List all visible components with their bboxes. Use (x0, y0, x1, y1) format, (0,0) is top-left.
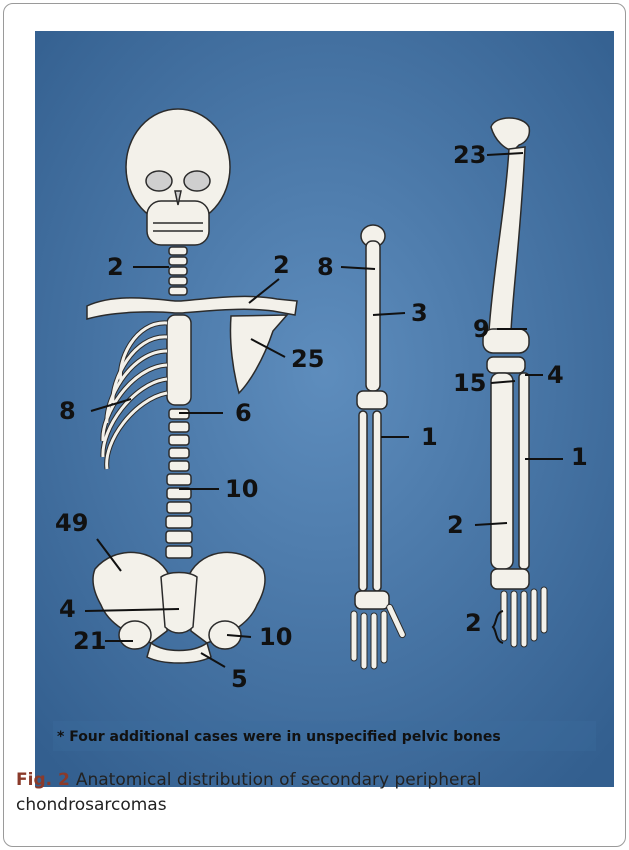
label-humerus-shaft: 3 (411, 301, 428, 325)
skeleton-illustration (35, 31, 614, 787)
label-fibula-shaft: 1 (571, 445, 588, 469)
label-femur-distal: 9 (473, 317, 490, 341)
label-lumbar-spine: 10 (225, 477, 258, 501)
label-ilium: 49 (55, 511, 88, 535)
spine (166, 409, 192, 558)
label-ribs: 8 (59, 399, 76, 423)
figure-footnote: * Four additional cases were in unspecif… (57, 729, 501, 745)
anatomy-figure: 2 2 25 8 6 10 49 4 21 10 5 8 3 1 23 9 15… (35, 31, 614, 787)
cervical-spine (169, 247, 187, 295)
figure-caption-label: Fig. 2 (16, 770, 70, 790)
label-cervical-spine: 2 (107, 255, 124, 279)
label-sacrum: 4 (59, 597, 76, 621)
label-scapula: 25 (291, 347, 324, 371)
label-tibia-proximal: 15 (453, 371, 486, 395)
label-foot: 2 (465, 611, 482, 635)
figure-frame: 2 2 25 8 6 10 49 4 21 10 5 8 3 1 23 9 15… (3, 3, 626, 847)
label-femur-proximal: 23 (453, 143, 486, 167)
label-sternum: 6 (235, 401, 252, 425)
label-forearm: 1 (421, 425, 438, 449)
label-ischium: 21 (73, 629, 106, 653)
label-pubis-right: 10 (259, 625, 292, 649)
label-tibia-shaft: 2 (447, 513, 464, 537)
label-pubis: 5 (231, 667, 248, 691)
label-clavicle: 2 (273, 253, 290, 277)
figure-caption-text: Anatomical distribution of secondary per… (16, 770, 482, 815)
label-fibula-proximal: 4 (547, 363, 564, 387)
label-humerus-proximal: 8 (317, 255, 334, 279)
